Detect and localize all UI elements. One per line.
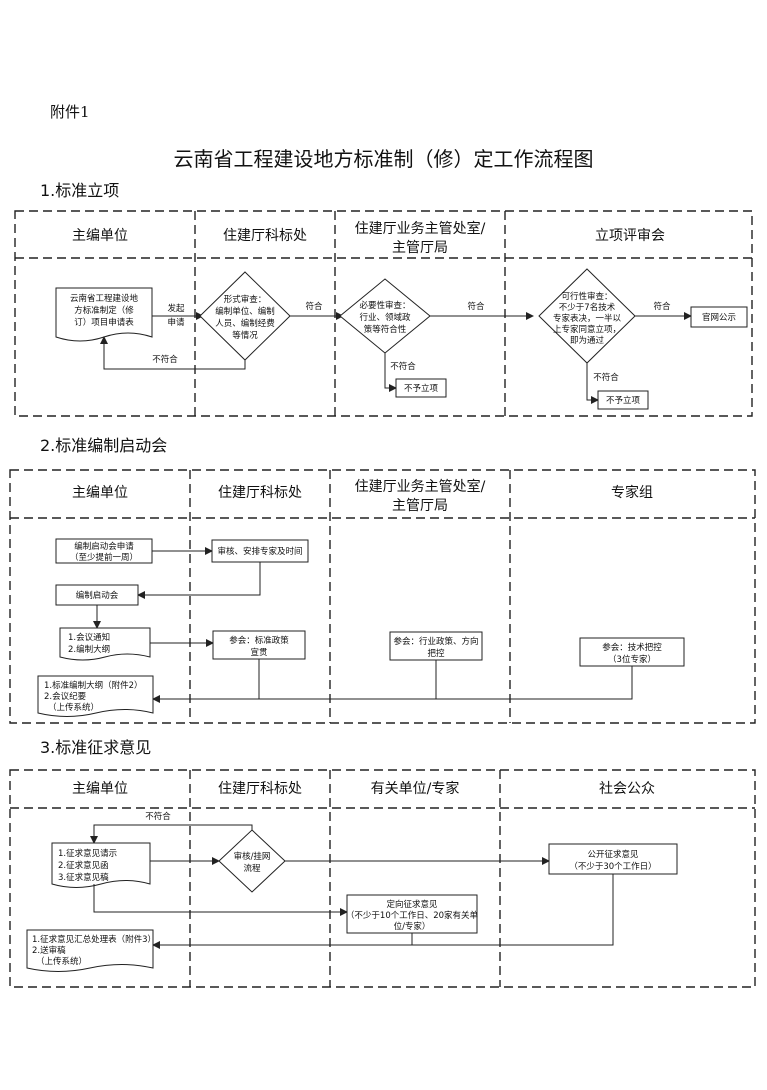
svg-text:公开征求意见: 公开征求意见 <box>587 849 639 860</box>
svg-text:1.征求意见请示: 1.征求意见请示 <box>58 848 117 859</box>
svg-text:不予立项: 不予立项 <box>404 383 439 394</box>
svg-text:不符合: 不符合 <box>145 811 171 822</box>
svg-text:订）项目申请表: 订）项目申请表 <box>74 317 134 328</box>
svg-text:不予立项: 不予立项 <box>606 395 641 406</box>
lane-business-dept-sec2-2: 主管厅局 <box>392 498 448 514</box>
svg-text:把控: 把控 <box>427 648 445 659</box>
svg-text:必要性审查：: 必要性审查： <box>359 300 410 311</box>
svg-text:编制启动会申请: 编制启动会申请 <box>74 541 134 552</box>
svg-text:符合: 符合 <box>467 301 485 312</box>
section-2-kickoff: 2.标准编制启动会 主编单位 住建厅科标处 住建厅业务主管处室/ 主管厅局 专家… <box>9 436 756 724</box>
section-1-frame <box>14 210 753 417</box>
section-2-frame <box>9 469 756 724</box>
svg-text:即为通过: 即为通过 <box>570 335 605 346</box>
svg-text:上专家同意立项，: 上专家同意立项， <box>553 324 621 335</box>
svg-text:不符合: 不符合 <box>593 372 619 383</box>
section-3-heading: 3.标准征求意见 <box>40 738 151 757</box>
svg-text:形式审查：: 形式审查： <box>224 294 267 305</box>
lane-review-meeting: 立项评审会 <box>595 228 665 244</box>
svg-text:审核、安排专家及时间: 审核、安排专家及时间 <box>217 546 302 557</box>
svg-text:2.编制大纲: 2.编制大纲 <box>68 644 110 655</box>
lane-chief-unit-3: 主编单位 <box>72 781 128 797</box>
svg-text:云南省工程建设地: 云南省工程建设地 <box>70 293 139 304</box>
lane-standards-office-3: 住建厅科标处 <box>218 781 302 797</box>
section-3-consultation: 3.标准征求意见 主编单位 住建厅科标处 有关单位/专家 社会公众 不符合 1.… <box>9 738 756 988</box>
svg-text:不符合: 不符合 <box>152 354 178 365</box>
lane-public: 社会公众 <box>599 781 655 797</box>
svg-text:定向征求意见: 定向征求意见 <box>386 899 438 910</box>
kickoff-output-doc <box>37 675 154 717</box>
no-approval-node-3 <box>597 390 649 410</box>
svg-text:2.征求意见函: 2.征求意见函 <box>58 860 109 871</box>
lane-business-dept-sec2: 住建厅业务主管处室/ <box>355 478 486 495</box>
section-1-project-approval: 1.标准立项 主编单位 住建厅科标处 住建厅业务主管处室/ 主管厅局 立项评审会… <box>14 181 753 417</box>
svg-text:方标准制定（修: 方标准制定（修 <box>74 305 134 316</box>
section-2-heading: 2.标准编制启动会 <box>40 436 167 455</box>
svg-text:策等符合性: 策等符合性 <box>364 324 407 335</box>
svg-text:申请: 申请 <box>167 317 185 328</box>
svg-text:人员、编制经费: 人员、编制经费 <box>215 318 275 329</box>
svg-text:1.标准编制大纲（附件2）: 1.标准编制大纲（附件2） <box>44 680 143 691</box>
lane-standards-office-2: 住建厅科标处 <box>218 485 302 501</box>
svg-text:参会：行业政策、方向: 参会：行业政策、方向 <box>393 636 478 647</box>
svg-text:发起: 发起 <box>167 303 185 314</box>
lane-standards-office: 住建厅科标处 <box>223 228 307 244</box>
consultation-docs-node <box>51 842 151 888</box>
svg-text:2.会议纪要: 2.会议纪要 <box>44 691 87 702</box>
public-consultation-node <box>548 843 678 875</box>
lane-business-dept: 住建厅业务主管处室/ <box>355 220 486 237</box>
lane-chief-unit-2: 主编单位 <box>72 485 128 501</box>
svg-text:（不少于30个工作日）: （不少于30个工作日） <box>569 861 656 872</box>
svg-text:编制单位、编制: 编制单位、编制 <box>215 306 275 317</box>
svg-text:参会：标准政策: 参会：标准政策 <box>229 635 289 646</box>
svg-text:参会：技术把控: 参会：技术把控 <box>602 642 662 653</box>
svg-text:1.会议通知: 1.会议通知 <box>68 632 110 643</box>
svg-text:符合: 符合 <box>653 301 671 312</box>
page-title: 云南省工程建设地方标准制（修）定工作流程图 <box>173 147 594 171</box>
svg-text:流程: 流程 <box>243 863 261 874</box>
svg-text:（上传系统）: （上传系统） <box>48 702 99 713</box>
publish-node <box>690 306 748 328</box>
svg-text:符合: 符合 <box>305 301 323 312</box>
join-technical-node <box>579 637 685 667</box>
section-3-frame <box>9 769 756 988</box>
lane-related-units: 有关单位/专家 <box>371 780 460 797</box>
notice-doc-node <box>59 627 151 661</box>
lane-business-dept-2: 主管厅局 <box>392 240 448 256</box>
attachment-label: 附件1 <box>50 103 90 121</box>
svg-text:审核/挂网: 审核/挂网 <box>234 851 271 862</box>
lane-expert-group: 专家组 <box>611 484 653 501</box>
svg-text:位/专家）: 位/专家） <box>394 921 431 932</box>
svg-text:（至少提前一周）: （至少提前一周） <box>70 552 138 563</box>
svg-text:等情况: 等情况 <box>232 330 258 341</box>
svg-text:不少于7名技术: 不少于7名技术 <box>559 302 616 313</box>
svg-text:（上传系统）: （上传系统） <box>36 956 87 967</box>
join-industry-node <box>389 631 483 661</box>
svg-text:可行性审查：: 可行性审查： <box>561 291 612 302</box>
svg-text:3.征求意见稿: 3.征求意见稿 <box>58 872 109 883</box>
svg-text:不符合: 不符合 <box>390 361 416 372</box>
review-publish-diamond <box>218 829 286 893</box>
svg-text:（3位专家）: （3位专家） <box>608 654 656 665</box>
svg-text:编制启动会: 编制启动会 <box>76 590 119 601</box>
no-approval-node-2 <box>395 378 447 398</box>
lane-chief-unit: 主编单位 <box>72 228 128 244</box>
svg-text:宣贯: 宣贯 <box>250 647 267 658</box>
svg-text:2.送审稿: 2.送审稿 <box>32 945 66 956</box>
svg-text:官网公示: 官网公示 <box>702 312 736 323</box>
svg-text:（不少于10个工作日、20家有关单: （不少于10个工作日、20家有关单 <box>346 910 479 921</box>
svg-text:1.征求意见汇总处理表（附件3）: 1.征求意见汇总处理表（附件3） <box>32 934 156 945</box>
svg-text:行业、领域政: 行业、领域政 <box>359 312 411 323</box>
svg-text:专家表决，一半以: 专家表决，一半以 <box>553 313 622 324</box>
section-1-heading: 1.标准立项 <box>40 181 119 200</box>
directed-consultation-node <box>346 894 478 934</box>
consultation-output-doc <box>26 929 154 972</box>
